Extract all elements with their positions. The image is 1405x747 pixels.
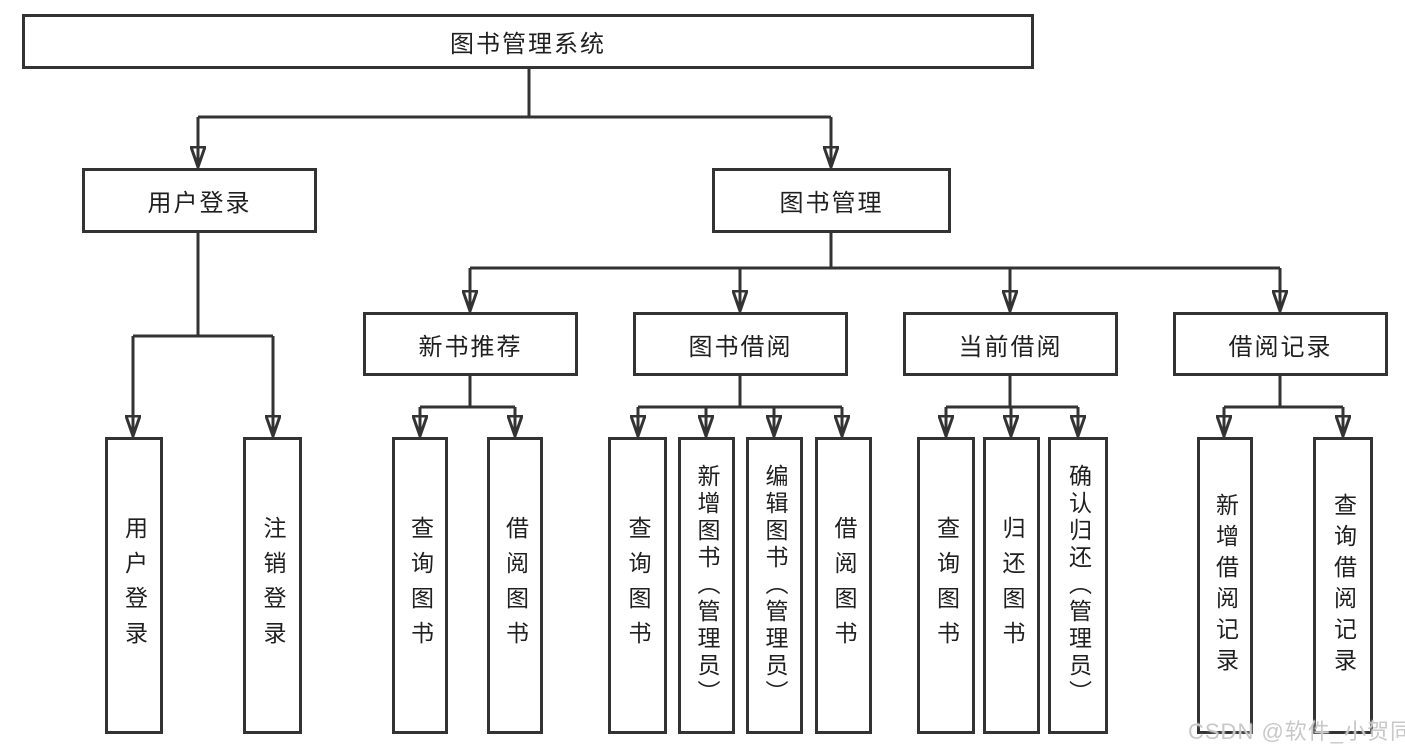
leaf-user-login: 用户登录 [105,437,163,734]
leaf-label: 借阅图书 [831,515,857,656]
node-label: 图书借阅 [688,333,793,361]
node-label: 当前借阅 [958,333,1063,361]
leaf-label: 归还图书 [999,515,1025,656]
leaf-current-query-books: 查询图书 [917,437,975,734]
node-new-book-recommend: 新书推荐 [363,312,578,376]
leaf-borrow-edit-books-admin: 编辑图书（管理员） [746,437,803,734]
leaf-borrow-query-books: 查询图书 [608,437,667,734]
leaf-label: 用户登录 [121,515,148,656]
leaf-label: 新增借阅记录 [1212,492,1239,679]
node-library-system: 图书管理系统 [22,14,1034,69]
node-user-login: 用户登录 [82,168,317,233]
leaf-label: 查询借阅记录 [1330,492,1357,679]
leaf-label: 编辑图书（管理员） [762,464,788,707]
node-label: 用户登录 [147,190,252,217]
leaf-newrec-borrow-books: 借阅图书 [487,437,543,734]
leaf-borrow-add-books-admin: 新增图书（管理员） [678,437,735,734]
csdn-watermark: CSDN @软件_小贺同学 [1188,719,1405,744]
leaf-label: 注销登录 [260,515,286,656]
leaf-records-query-borrow-record: 查询借阅记录 [1313,437,1373,734]
node-current-borrow: 当前借阅 [903,312,1118,376]
leaf-records-add-borrow-record: 新增借阅记录 [1197,437,1253,734]
leaf-current-confirm-return-admin: 确认归还（管理员） [1048,437,1108,734]
node-label: 图书管理系统 [450,31,606,58]
leaf-newrec-query-books: 查询图书 [392,437,448,734]
leaf-label: 新增图书（管理员） [694,464,720,707]
leaf-label: 借阅图书 [502,515,529,656]
node-label: 图书管理 [779,190,884,217]
leaf-label: 查询图书 [625,515,651,656]
node-borrow-records: 借阅记录 [1173,312,1388,376]
node-book-borrow: 图书借阅 [633,312,848,376]
node-label: 借阅记录 [1228,333,1333,361]
leaf-label: 确认归还（管理员） [1065,464,1092,707]
leaf-logout: 注销登录 [243,437,302,734]
node-book-management: 图书管理 [712,168,951,233]
leaf-label: 查询图书 [933,515,960,656]
leaf-label: 查询图书 [407,515,434,656]
leaf-borrow-borrow-books: 借阅图书 [815,437,872,734]
leaf-current-return-books: 归还图书 [983,437,1040,734]
node-label: 新书推荐 [418,333,523,361]
